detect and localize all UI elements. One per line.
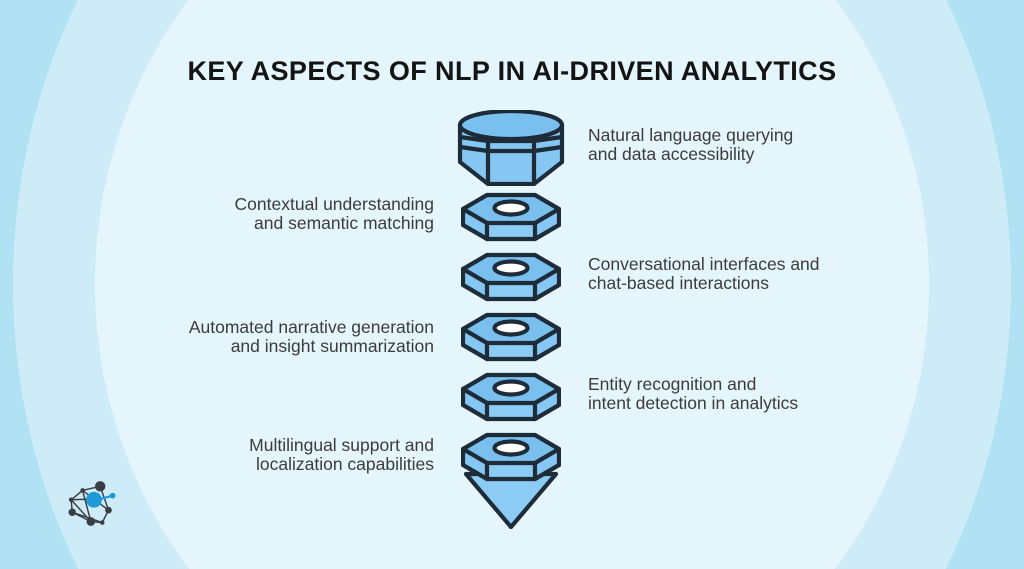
screw-head-icon xyxy=(456,110,566,186)
label-entity-recognition: Entity recognition and intent detection … xyxy=(588,374,799,413)
label-natural-language-querying: Natural language querying and data acces… xyxy=(588,125,794,164)
hex-nut-icon xyxy=(461,369,561,423)
network-logo-icon xyxy=(68,481,116,526)
label-multilingual-support: Multilingual support and localization ca… xyxy=(249,435,434,474)
hex-nut-icon xyxy=(461,249,561,303)
label-contextual-understanding: Contextual understanding and semantic ma… xyxy=(234,194,434,233)
label-conversational-interfaces: Conversational interfaces and chat-based… xyxy=(588,254,820,293)
hex-nut-icon xyxy=(461,309,561,363)
hex-nut-icon xyxy=(461,189,561,243)
label-automated-narrative: Automated narrative generation and insig… xyxy=(188,317,434,356)
page-title: KEY ASPECTS OF NLP IN AI-DRIVEN ANALYTIC… xyxy=(187,56,837,86)
screw-tip-icon xyxy=(461,429,561,529)
